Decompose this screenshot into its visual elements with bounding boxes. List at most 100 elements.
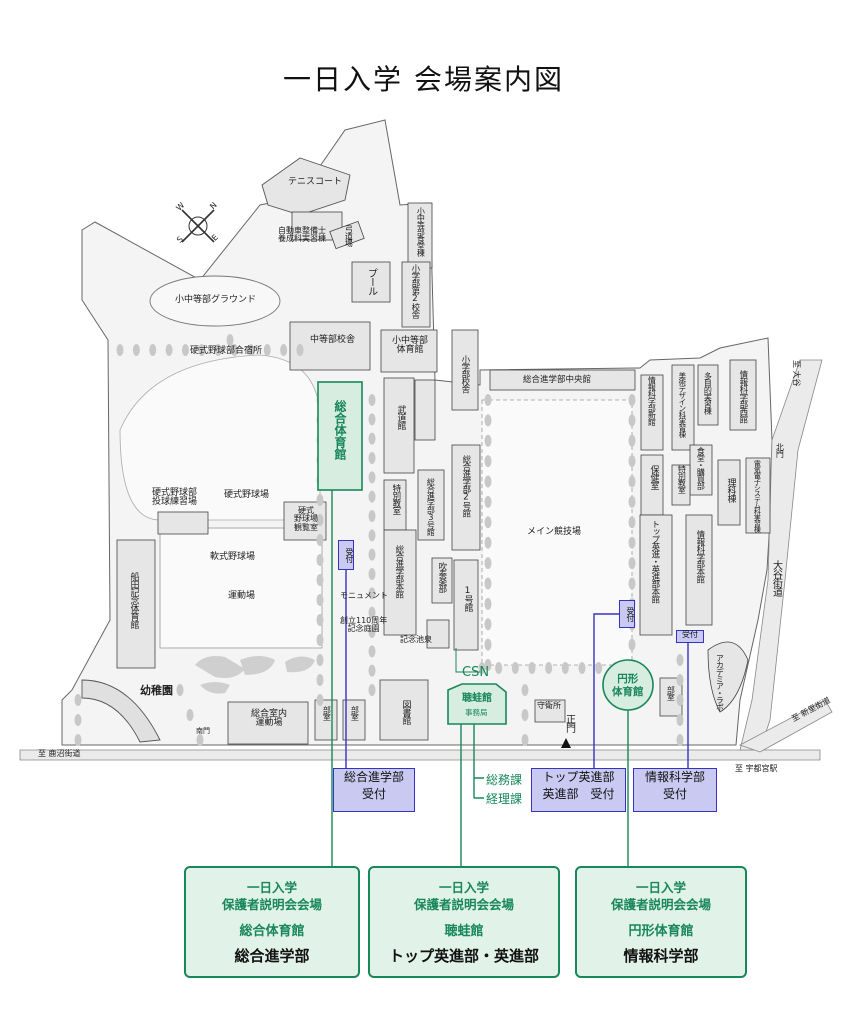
reception-box-top-line2: 英進部 受付 bbox=[542, 787, 615, 802]
tree bbox=[628, 394, 636, 406]
bldg-sougou-gym bbox=[317, 381, 363, 491]
bldg-chowa bbox=[447, 683, 507, 725]
tree bbox=[676, 654, 684, 666]
reception-box-sougou: 総合進学部 受付 bbox=[333, 768, 415, 812]
venue-sougou-hall: 総合体育館 bbox=[239, 923, 305, 939]
tree bbox=[296, 344, 304, 356]
venue-enkei-hall: 円形体育館 bbox=[628, 923, 694, 939]
label-to-kanuma: 至 鹿沼街道 bbox=[38, 749, 81, 758]
reception-box-info-line1: 情報科学部 bbox=[644, 770, 705, 784]
tree bbox=[74, 694, 82, 706]
label-founding: 創立110周年 記念庭園 bbox=[340, 616, 388, 634]
tree bbox=[316, 554, 324, 566]
label-multi: 多目的実習棟 bbox=[703, 372, 713, 414]
reception-box-sougou-line1: 総合進学部 bbox=[343, 770, 404, 784]
tree bbox=[628, 434, 636, 447]
tree bbox=[316, 494, 324, 506]
tree bbox=[368, 510, 376, 522]
tree bbox=[484, 455, 492, 468]
tree bbox=[181, 344, 189, 356]
bldg-top-hon bbox=[639, 514, 673, 636]
baseball-field bbox=[119, 354, 321, 521]
tree bbox=[628, 638, 636, 651]
tree bbox=[484, 659, 492, 671]
tree bbox=[368, 587, 376, 600]
tree bbox=[198, 344, 206, 356]
tree bbox=[628, 557, 636, 570]
tree bbox=[231, 344, 239, 356]
label-sougou3: 総合進学部3号館 bbox=[426, 478, 436, 535]
bldg-pitch bbox=[157, 511, 209, 535]
tree bbox=[116, 344, 124, 356]
tree bbox=[368, 490, 376, 503]
small-ground bbox=[149, 275, 281, 327]
label-ground: 小中等部グラウンド bbox=[175, 295, 257, 305]
tree bbox=[316, 594, 324, 606]
tree bbox=[676, 674, 684, 686]
sports-field bbox=[159, 527, 323, 649]
bldg-info-new bbox=[640, 374, 664, 451]
reception-box-top-line1: トップ英進部 bbox=[542, 770, 615, 784]
label-chowa-office: 事務局 bbox=[465, 708, 488, 717]
tree bbox=[628, 475, 636, 488]
venue-sougou-line1: 一日入学 bbox=[246, 880, 297, 895]
tree bbox=[368, 684, 376, 696]
label-to-utsunomiya: 至 宇都宮駅 bbox=[735, 764, 778, 773]
label-tennis: テニスコート bbox=[288, 177, 343, 187]
label-funada: 船田記念体育館 bbox=[128, 572, 139, 628]
tree bbox=[316, 614, 324, 626]
bldg-funada bbox=[116, 539, 156, 669]
tree bbox=[316, 634, 324, 646]
tree bbox=[176, 684, 184, 696]
tree bbox=[484, 557, 492, 570]
page-title: 一日入学 会場案内図 bbox=[283, 63, 564, 96]
tree bbox=[247, 344, 255, 356]
tree bbox=[484, 536, 492, 549]
tree bbox=[511, 662, 519, 674]
bldg-elem bbox=[451, 329, 479, 411]
bldg-kinen bbox=[426, 619, 450, 649]
tree bbox=[316, 654, 324, 666]
bldg-budo2 bbox=[414, 379, 436, 441]
tree bbox=[316, 694, 324, 706]
tree bbox=[196, 734, 204, 746]
venue-box-chowa: 一日入学保護者説明会会場 聴蛙館 トップ英進部・英進部 bbox=[368, 866, 560, 978]
label-bu1: 部室 bbox=[322, 706, 332, 720]
tree bbox=[484, 414, 492, 427]
tree bbox=[676, 734, 684, 746]
tree bbox=[74, 714, 82, 726]
road-south bbox=[19, 749, 821, 761]
road-ooya bbox=[739, 359, 823, 751]
venue-box-enkei: 一日入学保護者説明会会場 円形体育館 情報科学部 bbox=[575, 866, 747, 978]
label-dorm: 硬式野球部合宿所 bbox=[190, 346, 263, 356]
label-guard: 守衛所 bbox=[537, 701, 561, 710]
tree bbox=[545, 662, 553, 674]
tree bbox=[561, 662, 569, 674]
tree bbox=[676, 694, 684, 706]
reception-box-info: 情報科学部 受付 bbox=[633, 768, 717, 812]
label-bu3: 部室 bbox=[666, 686, 676, 700]
venue-box-sougou: 一日入学保護者説明会会場 総合体育館 総合進学部 bbox=[184, 866, 360, 978]
office-link-accounting: 経理課 bbox=[486, 792, 523, 806]
label-south-gate: 南門 bbox=[196, 727, 210, 735]
bldg-indoor bbox=[227, 701, 309, 745]
venue-chowa-line1: 一日入学 bbox=[438, 880, 489, 895]
tree bbox=[578, 662, 586, 674]
tree bbox=[521, 734, 529, 746]
tree bbox=[628, 516, 636, 529]
bldg-special2 bbox=[671, 464, 691, 506]
label-indoor: 総合室内 運動場 bbox=[251, 709, 288, 729]
tree bbox=[368, 548, 376, 561]
label-one: 1号館 bbox=[462, 586, 473, 611]
label-elem2: 小学部第2校舎 bbox=[409, 264, 420, 318]
label-suisou: 吹奏楽部 bbox=[436, 562, 447, 592]
tree bbox=[628, 414, 636, 427]
tree bbox=[484, 597, 492, 610]
venue-enkei-line2: 保護者説明会会場 bbox=[610, 896, 711, 912]
label-bu2: 部室 bbox=[350, 706, 360, 720]
bldg-elec bbox=[745, 457, 771, 534]
garden-shapes bbox=[195, 656, 315, 694]
label-enkei: 円形 体育館 bbox=[612, 673, 644, 698]
venue-enkei-line1: 一日入学 bbox=[635, 880, 686, 895]
label-baseball: 硬式野球場 bbox=[224, 490, 270, 500]
